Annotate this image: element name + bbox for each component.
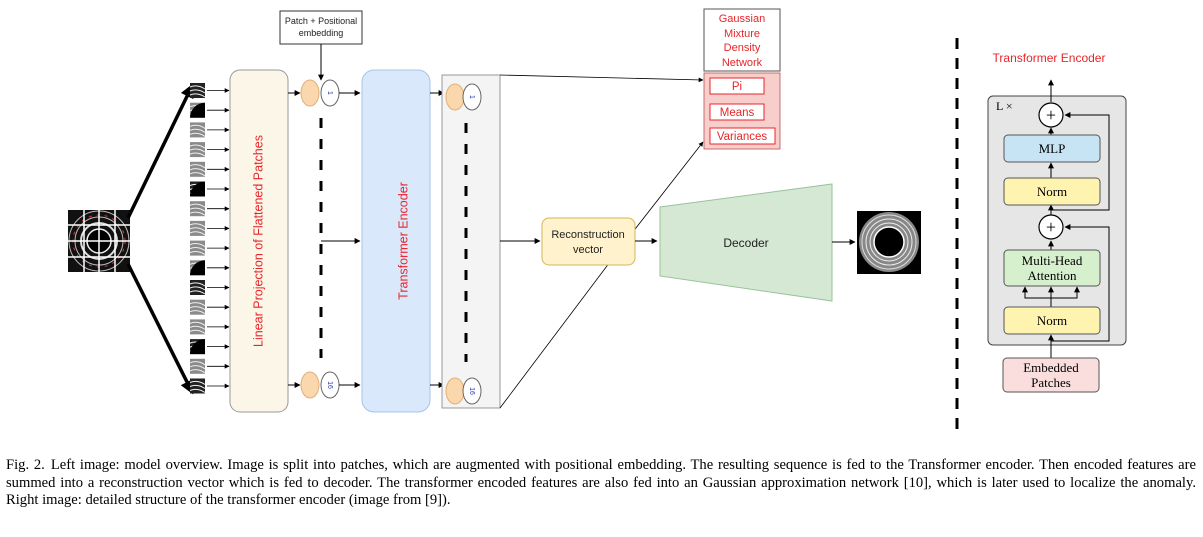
patch-thumbnail [189, 161, 206, 177]
patch-arrows [207, 88, 230, 389]
embedded-line1: Embedded [1023, 360, 1079, 375]
encoded-position-1 [462, 83, 482, 111]
patch-thumbnail [189, 358, 206, 374]
figure-caption: Fig. 2.Left image: model overview. Image… [6, 457, 1196, 510]
arrow-panel-gmdn [499, 74, 704, 83]
encoded-position-16 [462, 377, 482, 405]
decoder-label: Decoder [723, 236, 768, 250]
patch-thumbnail [189, 240, 206, 256]
patch-token-1 [300, 79, 320, 107]
patch-thumbnail [189, 122, 206, 138]
patch-thumbnail [189, 102, 206, 118]
encoded-token-1 [445, 83, 465, 111]
patch-thumbnail [189, 339, 206, 355]
mlp-label: MLP [1039, 141, 1066, 156]
output-tokens-panel [441, 74, 501, 409]
attention-block [1003, 249, 1101, 287]
patch-embed-label-line2: embedding [299, 28, 344, 38]
norm-bottom-block [1003, 306, 1101, 335]
encoded-index-16: 16 [468, 387, 475, 395]
right-title: Transformer Encoder [993, 51, 1106, 65]
norm-top-label: Norm [1037, 184, 1067, 199]
arrow-to-gmdn-lower [624, 141, 704, 243]
patch-thumbnail [189, 319, 206, 335]
decoder-shape [659, 183, 833, 302]
patch-thumbnail [189, 280, 206, 295]
repeat-label: L × [996, 99, 1013, 113]
attention-line1: Multi-Head [1022, 253, 1083, 268]
patch-thumbnail [189, 83, 206, 98]
gmdn-title-box [703, 8, 781, 72]
norm-bottom-label: Norm [1037, 313, 1067, 328]
gmdn-line-2: Mixture [724, 28, 760, 40]
linear-projection-label: Linear Projection of Flattened Patches [251, 135, 265, 347]
gmdn-means-label: Means [720, 107, 755, 119]
residual-add-top [1038, 102, 1064, 128]
patch-thumbnail [189, 181, 206, 197]
encoded-token-16 [445, 377, 465, 405]
position-index-16: 16 [326, 381, 333, 389]
reconstructed-image [857, 211, 921, 274]
encoded-index-1: 1 [468, 95, 475, 99]
position-index-1: 1 [326, 91, 333, 95]
caption-label: Fig. 2. [6, 457, 45, 473]
plus-top: + [1046, 105, 1056, 125]
patch-column [189, 83, 206, 394]
patch-thumbnail [189, 201, 206, 217]
norm-top-block [1003, 177, 1101, 206]
arrow-norm-attn-right [1051, 286, 1080, 299]
split-arrow-bottom [126, 263, 194, 395]
transformer-encoder-box [361, 69, 431, 413]
attention-line2: Attention [1027, 268, 1077, 283]
mlp-block [1003, 134, 1101, 163]
patch-thumbnail [189, 142, 206, 158]
gmdn-line-4: Network [722, 57, 763, 69]
gmdn-means-box [709, 103, 765, 121]
plus-bottom: + [1046, 217, 1056, 237]
patch-thumbnail [189, 378, 206, 394]
gmdn-line-1: Gaussian [719, 13, 765, 25]
reconstruction-line1: Reconstruction [551, 229, 624, 241]
linear-projection-box [229, 69, 289, 413]
input-image [68, 210, 130, 272]
gmdn-variances-label: Variances [717, 131, 768, 143]
transformer-encoder-label: Transformer Encoder [396, 182, 410, 300]
reconstruction-line2: vector [573, 244, 603, 256]
patch-token-16 [300, 371, 320, 399]
line-panel-bottom-diag [499, 241, 626, 409]
gmdn-pi-box [709, 77, 765, 95]
residual-add-bottom [1038, 214, 1064, 240]
patch-embed-label-box [279, 10, 363, 45]
embedded-patches-block [1002, 357, 1100, 393]
gmdn-pi-label: Pi [732, 81, 742, 93]
patch-embed-label-line1: Patch + Positional [285, 16, 357, 26]
split-arrow-top [126, 83, 194, 219]
patch-thumbnail [189, 260, 206, 276]
gmdn-variances-box [709, 127, 776, 145]
patch-thumbnail [189, 220, 206, 236]
gmdn-line-3: Density [724, 42, 761, 54]
arrow-norm-attn-left [1022, 286, 1051, 299]
caption-text: Left image: model overview. Image is spl… [6, 457, 1196, 508]
reconstruction-vector-box [541, 217, 636, 266]
patch-thumbnail [189, 299, 206, 315]
residual-top [1051, 112, 1110, 211]
residual-bottom [1051, 224, 1110, 342]
embedded-line2: Patches [1031, 375, 1071, 390]
